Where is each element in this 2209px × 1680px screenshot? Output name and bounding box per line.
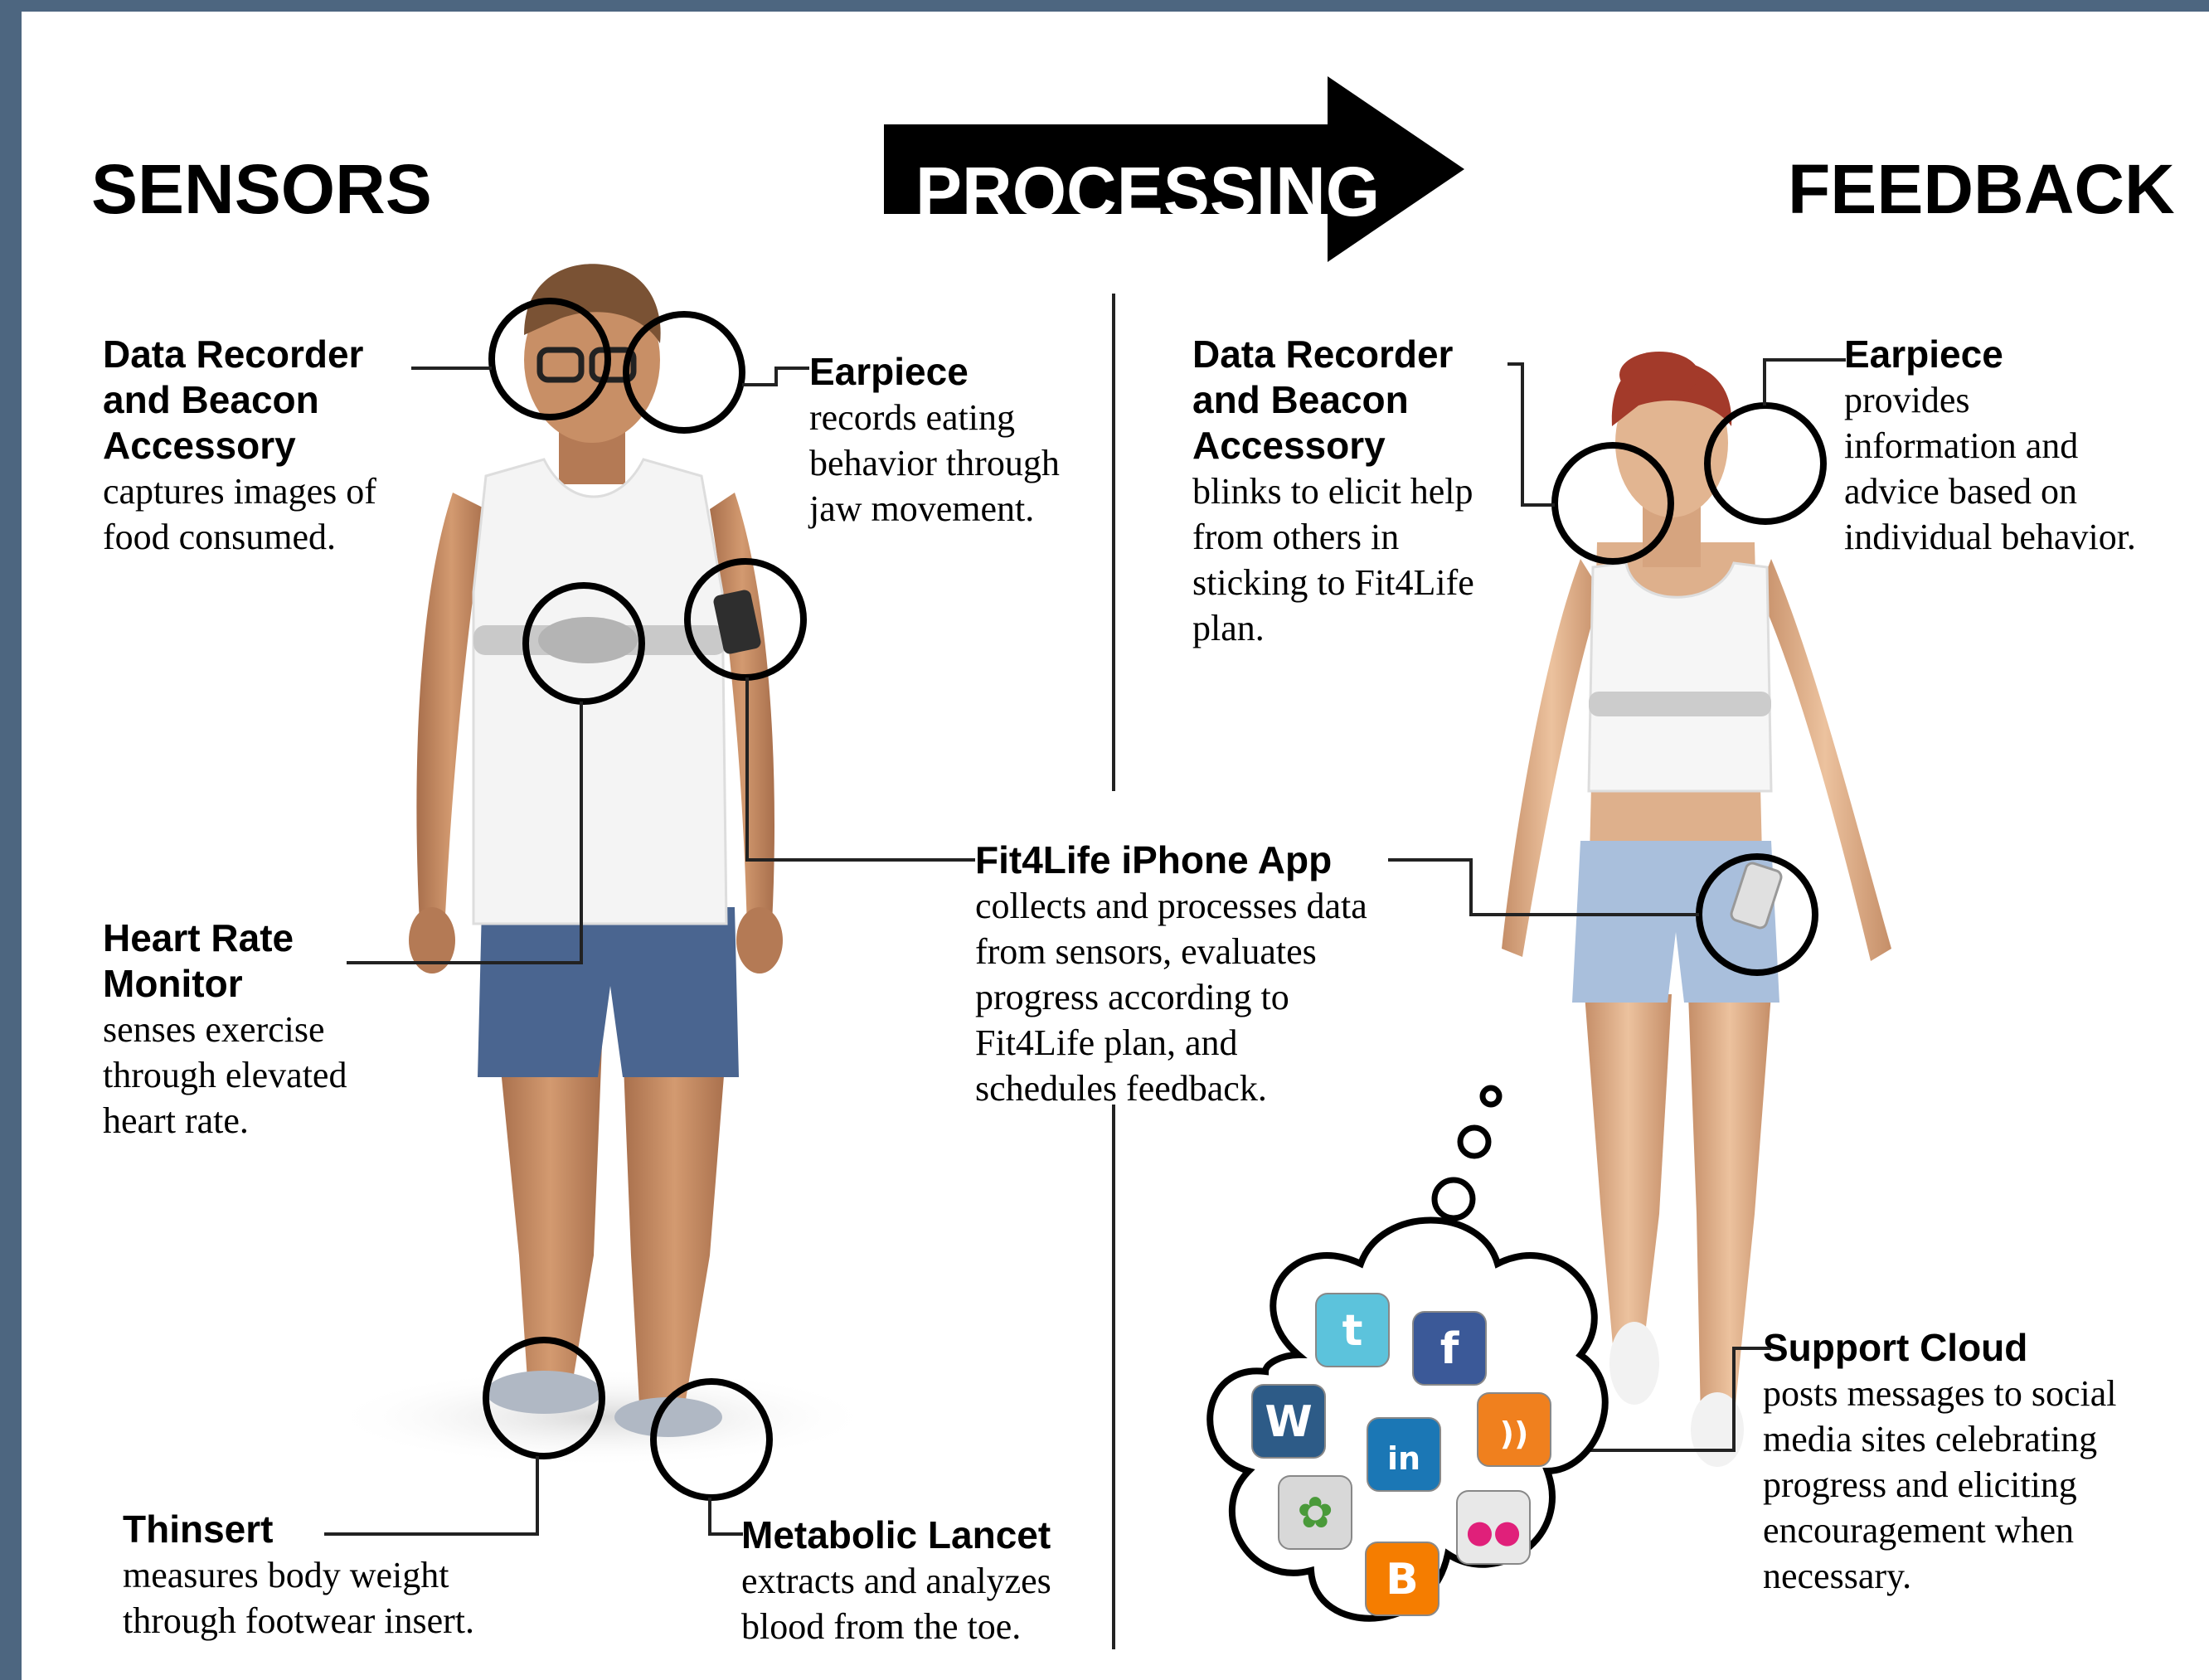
svg-text:W: W [1265, 1397, 1312, 1447]
callout-description: provides information and advice based on… [1844, 380, 2136, 557]
wordpress-icon: W [1251, 1384, 1326, 1459]
callout-title: Earpiece [1844, 333, 2003, 376]
data-recorder-left-circle [488, 298, 611, 420]
callout-description: collects and processes data from sensors… [975, 886, 1367, 1109]
thinsert-circle [483, 1337, 605, 1459]
svg-text:B: B [1386, 1555, 1419, 1605]
rss-icon: )) [1477, 1392, 1551, 1467]
sensors-heading: SENSORS [91, 150, 432, 228]
svg-text:in: in [1387, 1440, 1420, 1477]
callout-title: Thinsert [123, 1508, 274, 1551]
twitter-icon: t [1315, 1293, 1390, 1367]
callout-support-cloud: Support Cloud posts messages to social m… [1763, 1325, 2117, 1599]
facebook-icon: f [1412, 1311, 1487, 1386]
picasa-icon: ✿ [1278, 1475, 1352, 1550]
svg-text:f: f [1440, 1324, 1460, 1374]
callout-description: posts messages to social media sites cel… [1763, 1373, 2117, 1596]
callout-description: extracts and analyzes blood from the toe… [741, 1561, 1051, 1647]
connector-metabolic-lancet [708, 1498, 743, 1536]
svg-text:)): )) [1500, 1415, 1529, 1452]
connector-heart-rate [347, 702, 583, 964]
man-figure [328, 264, 876, 1467]
connector-support-cloud [1580, 1347, 1771, 1452]
callout-title: Fit4Life iPhone App [975, 838, 1333, 881]
support-cloud-bubble [1206, 1085, 1609, 1622]
callout-title: Heart Rate Monitor [103, 916, 294, 1005]
blogger-icon: B [1365, 1542, 1439, 1616]
callout-thinsert: Thinsert measures body weight through fo… [123, 1507, 474, 1644]
callout-earpiece-right: Earpiece provides information and advice… [1844, 332, 2136, 560]
connector-data-recorder-right [1507, 362, 1555, 507]
processing-arrow [884, 76, 1464, 262]
callout-earpiece-left: Earpiece records eating behavior through… [809, 349, 1060, 532]
callout-description: captures images of food consumed. [103, 471, 376, 557]
callout-iphone-app: Fit4Life iPhone App collects and process… [975, 838, 1367, 1111]
callout-heart-rate-monitor: Heart Rate Monitor senses exercise throu… [103, 915, 347, 1143]
svg-text:●●: ●● [1466, 1513, 1521, 1550]
callout-title: Data Recorder and Beacon Accessory [103, 333, 364, 467]
connector-earpiece-right [1763, 358, 1846, 405]
callout-description: blinks to elicit help from others in sti… [1192, 471, 1474, 648]
flickr-icon: ●● [1456, 1490, 1531, 1565]
connector-thinsert [324, 1456, 539, 1536]
earpiece-left-circle [623, 311, 745, 434]
processing-heading: PROCESSING [915, 153, 1381, 231]
connector-earpiece-left [742, 367, 809, 386]
callout-data-recorder-right: Data Recorder and Beacon Accessory blink… [1192, 332, 1474, 651]
callout-description: records eating behavior through jaw move… [809, 397, 1060, 529]
callout-data-recorder-left: Data Recorder and Beacon Accessory captu… [103, 332, 376, 560]
connector-iphone-app-left [745, 677, 975, 862]
callout-description: measures body weight through footwear in… [123, 1555, 474, 1641]
svg-text:✿: ✿ [1297, 1488, 1333, 1538]
woman-figure [1502, 352, 1891, 1467]
heart-rate-monitor-circle [522, 582, 645, 705]
callout-title: Metabolic Lancet [741, 1513, 1051, 1556]
callout-metabolic-lancet: Metabolic Lancet extracts and analyzes b… [741, 1512, 1051, 1649]
callout-title: Data Recorder and Beacon Accessory [1192, 333, 1454, 467]
linkedin-icon: in [1367, 1417, 1441, 1492]
connector-iphone-app-right [1388, 858, 1699, 916]
callout-title: Support Cloud [1763, 1326, 2028, 1369]
callout-title: Earpiece [809, 350, 969, 393]
svg-text:t: t [1342, 1306, 1363, 1356]
feedback-heading: FEEDBACK [1788, 150, 2175, 228]
callout-description: senses exercise through elevated heart r… [103, 1009, 347, 1141]
